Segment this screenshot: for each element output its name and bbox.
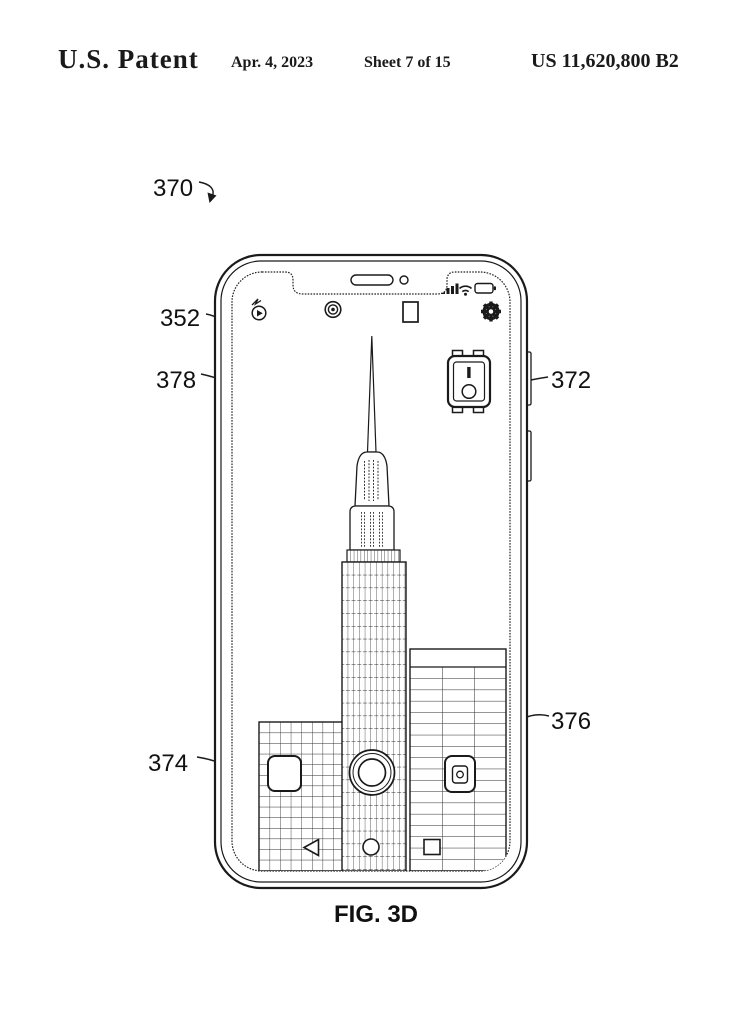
speaker-slot bbox=[350, 274, 394, 286]
tower-building bbox=[341, 335, 407, 871]
app-button bbox=[267, 755, 302, 792]
patent-header-sheet: Sheet 7 of 15 bbox=[364, 54, 451, 71]
back-triangle-icon bbox=[302, 838, 320, 857]
wifi-icon bbox=[458, 285, 473, 296]
lens-icon bbox=[324, 300, 342, 319]
shutter-button bbox=[348, 749, 396, 796]
phone-bezel bbox=[220, 260, 522, 883]
battery-icon bbox=[474, 282, 496, 294]
tower-spire-lower bbox=[349, 505, 395, 551]
tower-body bbox=[341, 561, 407, 871]
ref-label-372: 372 bbox=[551, 367, 591, 394]
ref-label-370: 370 bbox=[153, 175, 193, 202]
recents-square-icon bbox=[423, 838, 441, 856]
switch-icon bbox=[446, 349, 492, 414]
camera-toolbar bbox=[251, 298, 501, 323]
patent-header-title: U.S. Patent bbox=[58, 44, 199, 74]
front-camera-dot bbox=[399, 275, 409, 285]
gear-icon bbox=[481, 301, 501, 322]
tower-spire-upper bbox=[354, 451, 390, 507]
ref-label-374: 374 bbox=[148, 750, 188, 777]
patent-header-date: Apr. 4, 2023 bbox=[231, 54, 314, 71]
left-building bbox=[258, 721, 345, 871]
nav-bar bbox=[302, 838, 441, 857]
camera-viewfinder bbox=[251, 282, 507, 871]
reference-annotations: 370 352 378 372 374 376 bbox=[148, 175, 591, 799]
arrowhead-370 bbox=[207, 192, 217, 203]
ref-label-378: 378 bbox=[156, 367, 196, 394]
portrait-frame-icon bbox=[402, 301, 419, 323]
ref-label-352: 352 bbox=[160, 305, 200, 332]
patent-header-number: US 11,620,800 B2 bbox=[531, 50, 679, 72]
home-circle-icon bbox=[362, 838, 380, 856]
tower-crown bbox=[346, 549, 401, 563]
figure-caption: FIG. 3D bbox=[333, 901, 418, 928]
camera-roll-icon bbox=[444, 755, 476, 793]
flash-icon bbox=[251, 298, 267, 321]
ref-label-376: 376 bbox=[551, 708, 591, 735]
